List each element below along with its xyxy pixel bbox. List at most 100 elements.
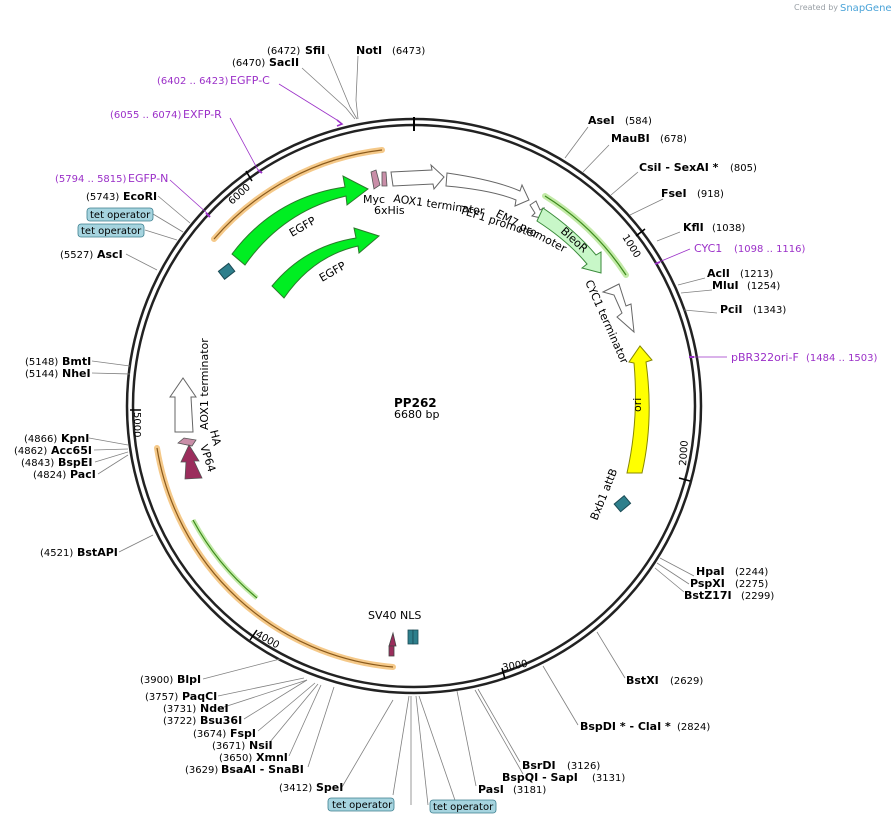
site-csii-sexai[interactable]: CsiI - SexAI *(805) [639, 161, 757, 174]
site-leaders [88, 53, 718, 807]
site-pcii[interactable]: PciI(1343) [720, 303, 786, 316]
primer-exfp-r[interactable]: (6055 .. 6074)EXFP-R [110, 108, 222, 121]
primer-egfp-c[interactable]: (6402 .. 6423)EGFP-C [157, 74, 270, 87]
plasmid-size: 6680 bp [394, 408, 439, 421]
svg-text:EGFP-C: EGFP-C [230, 74, 270, 87]
svg-text:NsiI: NsiI [249, 739, 273, 752]
site-paci[interactable]: (4824)PacI [33, 468, 96, 481]
site-bsrdi[interactable]: BsrDI (3126) [522, 759, 600, 772]
tick-label-3000: 3000 [502, 659, 529, 674]
site-bstz17i[interactable]: BstZ17I(2299) [684, 589, 774, 602]
site-bspdi-clai[interactable]: BspDI * - ClaI *(2824) [580, 720, 710, 733]
site-fsei[interactable]: FseI(918) [661, 187, 724, 200]
site-mlui[interactable]: MluI(1254) [712, 279, 780, 292]
egfp-inner-label: EGFP [317, 259, 348, 285]
svg-text:NheI: NheI [62, 367, 91, 380]
site-labels: (6472) SfiI (6470) SacII NotI(6473) AseI(5… [14, 44, 786, 796]
site-fspi[interactable]: (3674) FspI [193, 727, 256, 740]
site-bspei[interactable]: (4843)BspEI [21, 456, 92, 469]
svg-text:(3674): (3674) [193, 729, 226, 740]
site-bstxi[interactable]: BstXI (2629) [626, 674, 703, 687]
primer-leaders [169, 83, 727, 358]
site-nhei[interactable]: (5144)NheI [25, 367, 91, 380]
site-sacii[interactable]: (6470) SacII [232, 56, 299, 69]
svg-text:KpnI: KpnI [61, 432, 89, 445]
tet-operator-badge-2[interactable]: tet operator [77, 223, 145, 238]
svg-text:PasI: PasI [478, 783, 504, 796]
site-noti[interactable]: NotI(6473) [356, 44, 425, 57]
myc-tag [370, 169, 381, 190]
primer-labels: (6402 .. 6423)EGFP-C (6055 .. 6074)EXFP-… [55, 74, 878, 364]
site-spei[interactable]: (3412)SpeI [279, 781, 343, 794]
svg-text:(3722): (3722) [163, 716, 196, 727]
bxb1-attb-label: Bxb1 attB [588, 467, 620, 522]
svg-text:(6402 .. 6423): (6402 .. 6423) [157, 76, 229, 87]
sv40-nls-label: SV40 NLS [368, 609, 421, 622]
svg-text:(6470): (6470) [232, 58, 265, 69]
site-asei[interactable]: AseI(584) [588, 114, 652, 127]
site-bstapi[interactable]: (4521)BstAPI [40, 546, 118, 559]
svg-text:NdeI: NdeI [200, 702, 229, 715]
svg-text:(2629): (2629) [670, 676, 703, 687]
svg-text:tet operator: tet operator [332, 800, 393, 811]
site-hpai[interactable]: HpaI(2244) [696, 565, 768, 578]
svg-text:pBR322ori-F: pBR322ori-F [731, 351, 799, 364]
svg-text:BstXI: BstXI [626, 674, 659, 687]
svg-text:(3181): (3181) [513, 785, 546, 796]
site-asci[interactable]: (5527)AscI [60, 248, 123, 261]
svg-text:(3126): (3126) [567, 761, 600, 772]
site-blpi[interactable]: (3900)BlpI [140, 673, 201, 686]
site-xmni[interactable]: (3650)XmnI [219, 751, 288, 764]
primer-egfp-n[interactable]: (5794 .. 5815)EGFP-N [55, 172, 168, 185]
svg-text:(3131): (3131) [592, 773, 625, 784]
svg-text:CsiI - SexAI *: CsiI - SexAI * [639, 161, 719, 174]
vp64-label: VP64 [197, 443, 218, 474]
site-paqci[interactable]: (3757)PaqCI [145, 690, 217, 703]
aox1-terminator-left-label: AOX1 terminator [198, 338, 211, 430]
site-pspxi[interactable]: PspXI(2275) [690, 577, 768, 590]
svg-text:(4866): (4866) [24, 434, 57, 445]
svg-text:(6473): (6473) [392, 46, 425, 57]
site-ecori[interactable]: (5743)EcoRI [86, 190, 157, 203]
svg-text:tet operator: tet operator [433, 802, 494, 813]
svg-text:(6472): (6472) [267, 46, 300, 57]
svg-text:tet operator: tet operator [90, 210, 151, 221]
site-bmti[interactable]: (5148)BmtI [25, 355, 91, 368]
svg-text:SfiI: SfiI [305, 44, 325, 57]
egfp-outer-arrow [231, 175, 369, 266]
svg-text:FspI: FspI [230, 727, 256, 740]
svg-text:(3671): (3671) [212, 741, 245, 752]
svg-text:(4824): (4824) [33, 470, 66, 481]
site-kfli[interactable]: KflI(1038) [683, 221, 745, 234]
tick-label-2000: 2000 [678, 440, 691, 466]
svg-text:(5527): (5527) [60, 250, 93, 261]
tet-operator-badge-1[interactable]: tet operator [86, 207, 154, 222]
site-acc65i[interactable]: (4862)Acc65I [14, 444, 92, 457]
svg-text:SacII: SacII [269, 56, 299, 69]
his-tag [381, 171, 388, 187]
site-ndei[interactable]: (3731)NdeI [163, 702, 229, 715]
site-bsu36i[interactable]: (3722)Bsu36I [163, 714, 242, 727]
site-sfii[interactable]: (6472) SfiI [267, 44, 325, 57]
site-bspqi-sapi[interactable]: BspQI - SapI(3131) [502, 771, 625, 784]
svg-text:BsrDI: BsrDI [522, 759, 556, 772]
primer-cyc1[interactable]: CYC1(1098 .. 1116) [694, 242, 806, 255]
svg-text:(2824): (2824) [677, 722, 710, 733]
sv40-nls-feature [388, 645, 395, 657]
his-label: 6xHis [374, 204, 405, 217]
site-acli[interactable]: AclI(1213) [707, 267, 773, 280]
ha-label: HA [207, 429, 224, 448]
site-pasi[interactable]: PasI (3181) [478, 783, 546, 796]
svg-text:BlpI: BlpI [177, 673, 201, 686]
tet-operator-badge-4[interactable]: tet operator [429, 799, 497, 814]
svg-text:(6055 .. 6074): (6055 .. 6074) [110, 110, 182, 121]
site-nsii[interactable]: (3671) NsiI [212, 739, 273, 752]
site-maubi[interactable]: MauBI(678) [611, 132, 687, 145]
tet-operator-badge-3[interactable]: tet operator [327, 797, 395, 812]
primer-pbr322ori-f[interactable]: pBR322ori-F(1484 .. 1503) [731, 351, 878, 364]
svg-text:BsaAI - SnaBI: BsaAI - SnaBI [221, 763, 304, 776]
site-bsaai-snabi[interactable]: (3629)BsaAI - SnaBI [185, 763, 304, 776]
site-kpni[interactable]: (4866) KpnI [24, 432, 89, 445]
